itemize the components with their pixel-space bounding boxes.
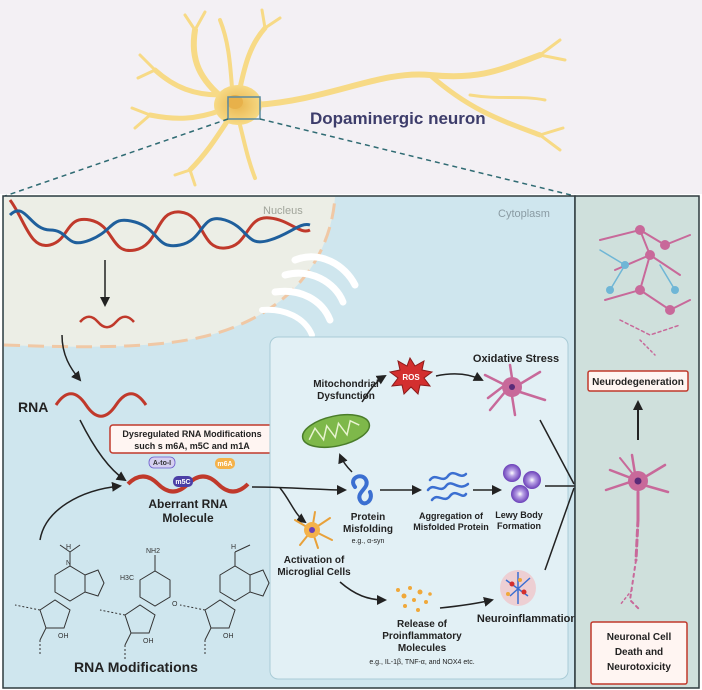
mrna-strand bbox=[79, 315, 135, 329]
neurodegeneration-box bbox=[587, 370, 689, 392]
arrow-microglia-to-release bbox=[339, 581, 387, 605]
protein-aggregate-icon bbox=[426, 471, 470, 502]
arrow-protein-to-mito bbox=[338, 453, 353, 473]
tag-m6a bbox=[215, 458, 235, 469]
network-neuron-5 bbox=[665, 305, 675, 315]
arrow-mrna-to-rna bbox=[61, 334, 82, 382]
mito-line1: Mitochondrial bbox=[313, 379, 379, 390]
release-line1: Release of bbox=[397, 619, 448, 630]
protein-line3: e.g., α-syn bbox=[352, 538, 385, 545]
arrow-aberrant-to-protein bbox=[251, 484, 347, 495]
tag-m5c bbox=[173, 476, 193, 487]
chem-o-2: O bbox=[172, 601, 178, 608]
mitochondrion bbox=[301, 413, 371, 449]
tag-m6a-text: m6A bbox=[217, 461, 232, 468]
aberrant-line1: Aberrant RNA bbox=[148, 497, 228, 511]
neuroinflammation-label: Neuroinflammation bbox=[477, 613, 578, 625]
neuron-label: Dopaminergic neuron bbox=[310, 109, 486, 128]
neuronal-death-box bbox=[590, 621, 688, 685]
zoom-line-right bbox=[259, 118, 576, 197]
right-panel bbox=[574, 195, 700, 689]
arrow-mito-to-ros bbox=[361, 374, 387, 403]
rna-modification-structures bbox=[14, 544, 270, 660]
release-line3: Molecules bbox=[398, 643, 447, 654]
lewy-body-2 bbox=[523, 471, 541, 489]
chem-n-1: N bbox=[66, 560, 71, 567]
cytoplasm-label: Cytoplasm bbox=[498, 208, 550, 220]
neurodegeneration-label: Neurodegeneration bbox=[592, 377, 684, 388]
network-neuron-3 bbox=[645, 250, 655, 260]
network-glia-1 bbox=[621, 261, 629, 269]
death-line2: Death and bbox=[615, 647, 663, 658]
dna-helix bbox=[8, 199, 311, 253]
arrow-release-to-neuroinflammation bbox=[439, 596, 494, 609]
tag-a-to-i bbox=[148, 456, 176, 469]
network-neuron-1 bbox=[635, 225, 645, 235]
proinflammatory-molecules-icon bbox=[396, 586, 432, 612]
arrow-rna-to-aberrant bbox=[79, 419, 127, 482]
chem-nh2-2: NH2 bbox=[146, 548, 160, 555]
arrow-aberrant-to-microglia bbox=[279, 487, 307, 524]
ros-star bbox=[388, 356, 434, 395]
zoom-box bbox=[227, 96, 261, 120]
mito-line2: Dysfunction bbox=[317, 391, 375, 402]
microglia-line2: Microglial Cells bbox=[277, 567, 351, 578]
rna-strand bbox=[54, 392, 148, 418]
nucleus-region bbox=[4, 197, 335, 347]
release-line2: Proinflammatory bbox=[382, 631, 462, 642]
aggregation-line1: Aggregation of bbox=[419, 511, 484, 521]
lewy-body-3 bbox=[511, 485, 529, 503]
zoom-line-left bbox=[4, 118, 229, 197]
death-line1: Neuronal Cell bbox=[607, 632, 672, 643]
network-glia-2 bbox=[671, 286, 679, 294]
microglia-line1: Activation of bbox=[284, 555, 345, 566]
chem-h3c-2: H3C bbox=[120, 575, 134, 582]
protein-line2: Misfolding bbox=[343, 524, 393, 535]
chem-oh-3: OH bbox=[223, 633, 234, 640]
rna-modifications-title: RNA Modifications bbox=[74, 659, 198, 675]
arrow-neuroinflammation-converge bbox=[544, 487, 575, 571]
dopaminergic-neuron-illustration bbox=[130, 8, 567, 187]
dysregulated-line2: such s m6A, m5C and m1A bbox=[134, 441, 250, 451]
network-glia-3 bbox=[606, 286, 614, 294]
dying-neuron-nucleus bbox=[634, 477, 642, 485]
lewy-line1: Lewy Body bbox=[495, 510, 543, 520]
network-neuron-4 bbox=[635, 285, 645, 295]
death-line3: Neurotoxicity bbox=[607, 662, 671, 673]
dysregulated-line1: Dysregulated RNA Modifications bbox=[122, 429, 261, 439]
protein-line1: Protein bbox=[351, 512, 385, 523]
chem-oh-2: OH bbox=[143, 638, 154, 645]
release-line4: e.g., IL-1β, TNF-α, and NOX4 etc. bbox=[369, 659, 474, 666]
chem-h-1: H bbox=[66, 544, 71, 551]
chem-h-3: H bbox=[231, 544, 236, 551]
neuroinflammation-icon bbox=[500, 570, 536, 606]
stressed-neuron-nucleus bbox=[509, 384, 515, 390]
aberrant-line2: Molecule bbox=[162, 511, 214, 525]
golgi-apparatus bbox=[259, 253, 359, 338]
rna-label: RNA bbox=[18, 399, 48, 415]
nucleus-label: Nucleus bbox=[263, 205, 303, 217]
misfolded-protein-icon bbox=[351, 474, 373, 506]
aggregation-line2: Misfolded Protein bbox=[413, 522, 489, 532]
tag-a-to-i-text: A-to-I bbox=[153, 460, 171, 467]
arrow-oxidative-converge bbox=[539, 419, 575, 485]
oxidative-label: Oxidative Stress bbox=[473, 353, 559, 365]
nuclear-envelope bbox=[3, 196, 337, 349]
lewy-line2: Formation bbox=[497, 521, 541, 531]
microglia-nucleus bbox=[309, 527, 315, 533]
arrow-modifications-to-aberrant bbox=[39, 481, 122, 541]
neuron-nucleus bbox=[227, 95, 243, 109]
ros-label: ROS bbox=[402, 373, 420, 382]
lewy-body-1 bbox=[503, 464, 521, 482]
chem-oh-1: OH bbox=[58, 633, 69, 640]
arrow-ros-to-oxidative bbox=[435, 371, 484, 381]
tag-m5c-text: m5C bbox=[175, 479, 190, 486]
network-neuron-2 bbox=[660, 240, 670, 250]
top-background bbox=[0, 0, 702, 194]
